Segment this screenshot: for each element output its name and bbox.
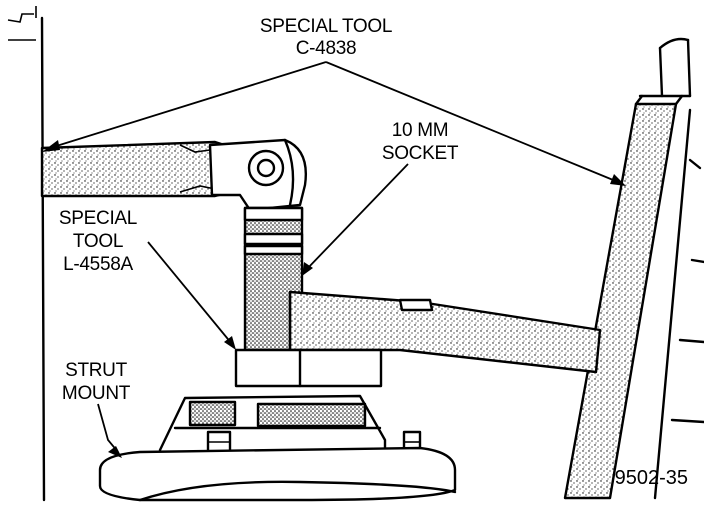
label-socket-line1: 10 MM: [392, 120, 449, 141]
label-special-tool-c-line1: SPECIAL TOOL: [260, 16, 392, 37]
label-strut-mount-line2: MOUNT: [62, 383, 131, 404]
adapter-block: [234, 348, 383, 388]
callout-special-tool-l4558a: SPECIAL TOOL L-4558A: [59, 208, 137, 275]
label-special-tool-l-line2: TOOL: [73, 231, 123, 252]
leader-lines: [42, 61, 626, 458]
strut-mount-body: [98, 394, 457, 502]
tool-c4838-right-handle: [563, 94, 684, 500]
label-strut-mount-line1: STRUT: [65, 360, 128, 381]
callout-special-tool-c4838: SPECIAL TOOL C-4838: [260, 16, 393, 59]
figure-number: 9502-35: [615, 467, 688, 489]
ratchet-head: [208, 138, 307, 212]
label-special-tool-l-line3: L-4558A: [63, 254, 133, 275]
callout-10mm-socket: 10 MM SOCKET: [382, 120, 459, 164]
label-special-tool-c-line2: C-4838: [296, 38, 357, 59]
label-special-tool-l-line1: SPECIAL: [59, 208, 137, 229]
strut-tower-right: [638, 37, 704, 500]
callout-strut-mount: STRUT MOUNT: [62, 360, 131, 404]
label-socket-line2: SOCKET: [382, 143, 459, 164]
left-frame-edge: [7, 6, 46, 502]
